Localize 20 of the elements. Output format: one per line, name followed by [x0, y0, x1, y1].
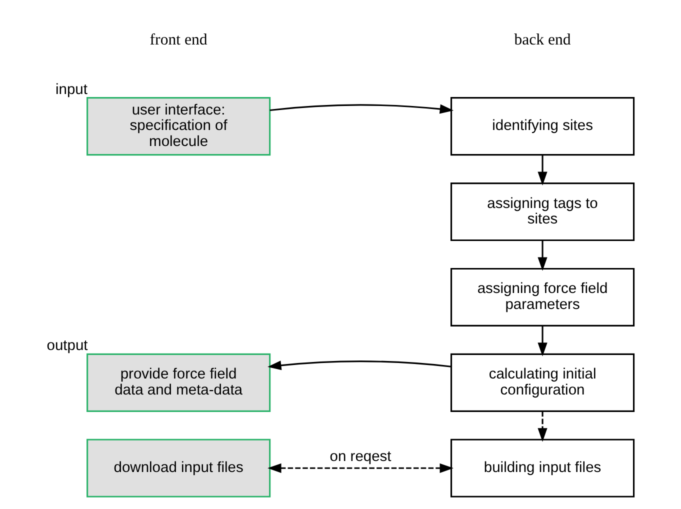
node-label: output: [46, 338, 88, 354]
node-box: assigning force field parameters: [450, 268, 635, 326]
arrow: [538, 240, 548, 271]
label: back end: [514, 32, 571, 49]
node-box: provide force field data and meta-data: [86, 353, 271, 412]
label: front end: [150, 32, 208, 49]
edge-label: on reqest: [330, 448, 392, 465]
node-box: download input files: [86, 438, 271, 498]
arrow: [538, 326, 548, 356]
arrow: [268, 360, 452, 370]
node-box: user interface: specification of molecule: [86, 97, 271, 156]
arrow: [538, 412, 548, 442]
node-box: identifying sites: [450, 97, 635, 156]
node-box: building input files: [450, 438, 635, 498]
arrow: [538, 155, 548, 186]
arrow: [268, 463, 454, 473]
arrow: [270, 104, 454, 114]
node-label: input: [55, 82, 88, 98]
node-box: assigning tags to sites: [450, 182, 635, 242]
node-box: calculating initial configuration: [450, 353, 635, 412]
